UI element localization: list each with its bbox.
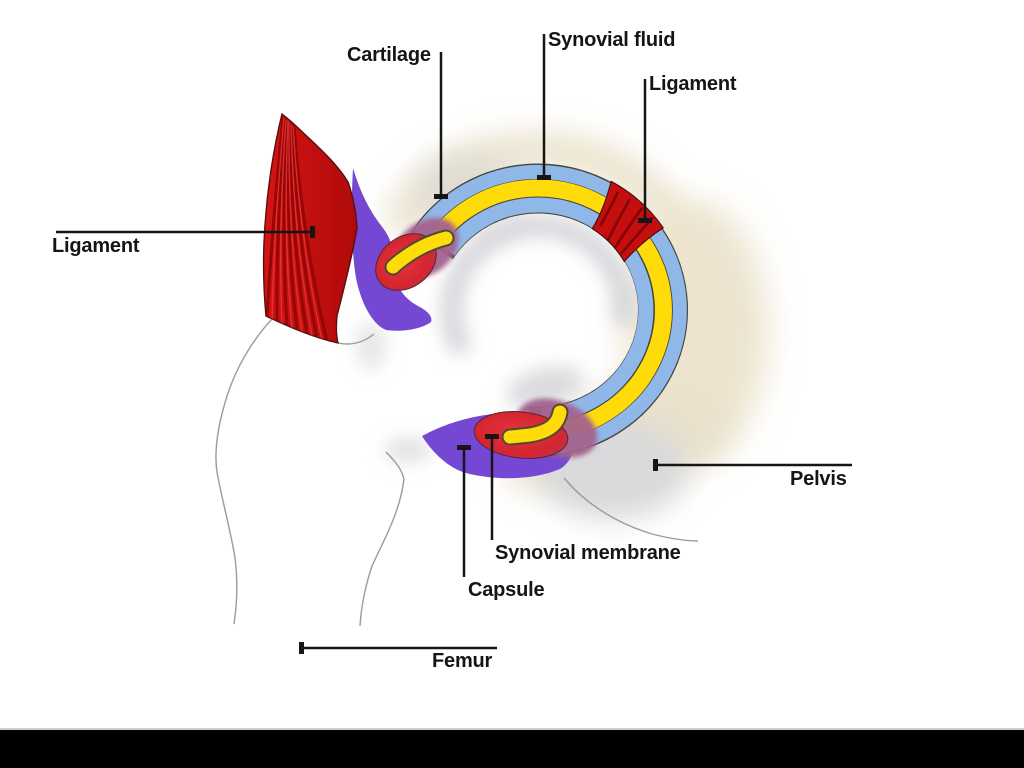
label-pelvis: Pelvis	[790, 468, 847, 490]
label-cartilage: Cartilage	[347, 44, 431, 66]
label-synovial-fluid: Synovial fluid	[548, 29, 676, 51]
leader-lines	[56, 34, 852, 654]
label-femur: Femur	[432, 650, 493, 672]
femur-leader-tick	[299, 642, 304, 654]
joint-ring	[410, 163, 688, 457]
letterbox-divider	[0, 728, 1024, 730]
synovial-fluid-leader-tick	[537, 175, 551, 180]
label-ligament-upper: Ligament	[649, 73, 737, 95]
synovial-fluid-band	[422, 179, 672, 440]
ligament-left-leader-tick	[310, 226, 315, 238]
ligament-upper-leader-tick	[638, 218, 652, 223]
pelvis-outline	[563, 477, 699, 542]
capsule-leader-tick	[457, 445, 471, 450]
cartilage-leader-tick	[434, 194, 448, 199]
femur-left-outline	[215, 312, 279, 625]
synovial-fluid-tips	[384, 229, 569, 446]
synovial-membrane-leader-tick	[485, 434, 499, 439]
label-ligament-left: Ligament	[52, 235, 140, 257]
femur-right-outline	[359, 451, 405, 627]
label-synovial-membrane: Synovial membrane	[495, 542, 681, 564]
fluid-tip-lower	[503, 405, 567, 444]
ligament-patch-striations	[598, 191, 654, 255]
label-capsule: Capsule	[468, 579, 545, 601]
femoral-head-shading	[355, 215, 636, 464]
ligament-ring-patch	[591, 180, 665, 263]
fluid-tip-left	[386, 231, 453, 274]
pelvis-leader-tick	[653, 459, 658, 471]
letterbox-bottom-bar	[0, 730, 1024, 768]
cartilage-inner-band	[442, 197, 654, 423]
cartilage-outer-band	[413, 164, 687, 455]
